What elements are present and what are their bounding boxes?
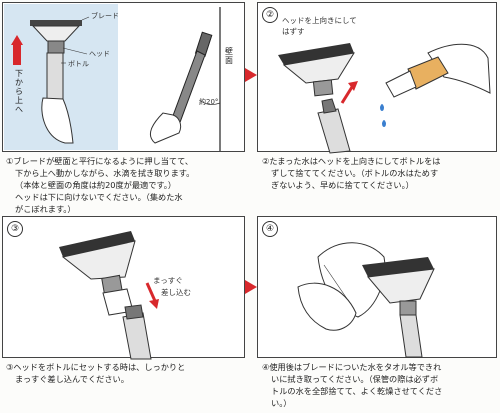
next-step-arrow-icon bbox=[245, 68, 257, 82]
step-4-number: ④ bbox=[262, 221, 278, 237]
step-3-caption: ③ヘッドをボトルにセットする時は、しっかりと まっすぐ差し込んでください。 bbox=[6, 362, 186, 384]
bottle-label: ボトル bbox=[68, 60, 89, 68]
step-2-panel: ② ヘッドを上向きにして はずす bbox=[257, 2, 497, 154]
step-1-caption: ①ブレードが壁面と平行になるように押し当てて、 下から上へ動かしながら、水滴を拭… bbox=[6, 156, 195, 214]
direction-label: 下から上へ bbox=[15, 69, 23, 114]
step-4-illustration bbox=[297, 242, 435, 358]
wall-label: 壁面 bbox=[225, 47, 233, 65]
step-2-instruction-line-1: ヘッドを上向きにして bbox=[282, 16, 357, 25]
step-3-instruction-line-1: まっすぐ bbox=[153, 276, 183, 285]
up-arrow-icon bbox=[11, 35, 23, 65]
step-4-caption: ④使用後はブレードについた水をタオル等できれ いに拭き取ってください。（保管の際… bbox=[262, 362, 443, 408]
step-1-panel: ① 下から上へ ブレード ヘッド bbox=[2, 2, 245, 152]
step-1-illustration bbox=[30, 7, 221, 151]
step-2-instruction-line-2: はずす bbox=[282, 27, 305, 36]
next-step-arrow-icon bbox=[245, 280, 257, 294]
step-3-number: ③ bbox=[7, 221, 23, 237]
step-4-panel: ④ bbox=[257, 216, 497, 358]
angle-label: 約20° bbox=[199, 98, 219, 106]
blade-label: ブレード bbox=[91, 12, 119, 20]
head-label: ヘッド bbox=[89, 50, 110, 58]
step-3-instruction-line-2: 差し込む bbox=[161, 288, 191, 297]
step-3-panel: ③ まっすぐ 差し込む bbox=[2, 216, 245, 360]
step-2-caption: ②たまった水はヘッドを上向きにしてボトルをは ずして捨ててください。（ボトルの水… bbox=[262, 156, 441, 190]
step-2-illustration bbox=[278, 43, 491, 154]
step-2-number: ② bbox=[262, 7, 278, 23]
step-3-illustration bbox=[59, 231, 159, 360]
